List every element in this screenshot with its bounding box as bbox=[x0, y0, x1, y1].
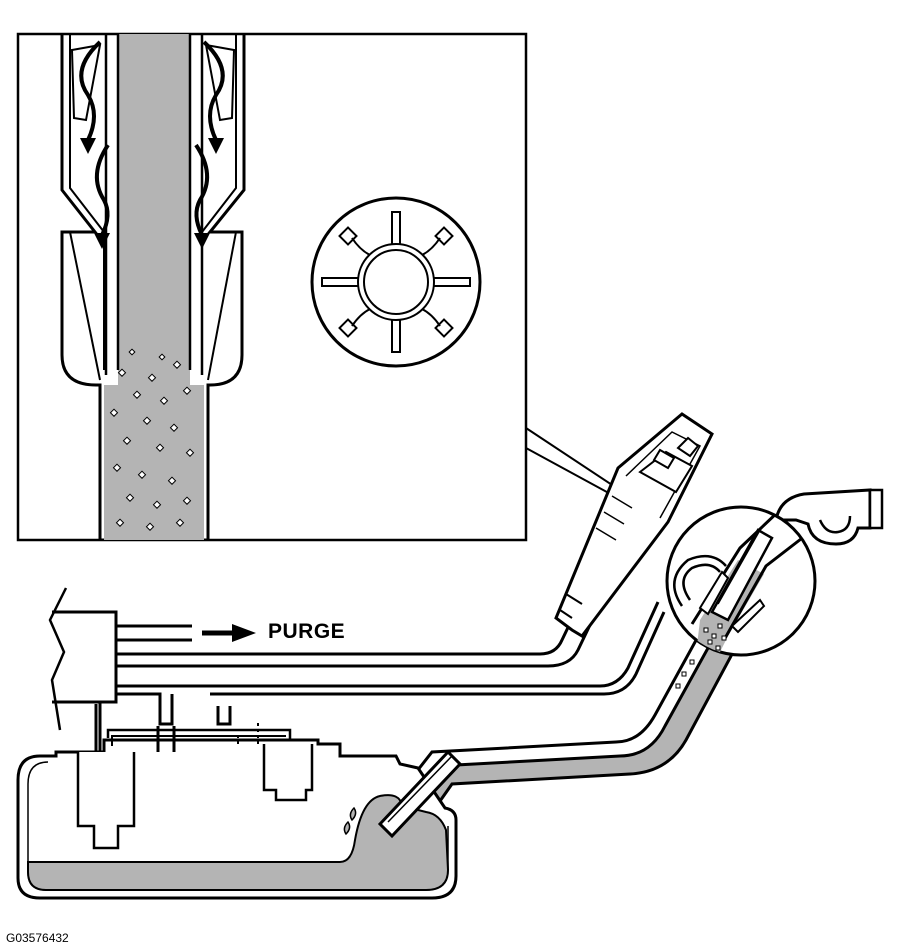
canister-body bbox=[48, 587, 68, 731]
tank-fuel-level bbox=[27, 794, 450, 891]
purge-label: PURGE bbox=[268, 620, 346, 643]
fuel-bubbles bbox=[109, 348, 195, 531]
fuel-tank bbox=[16, 722, 458, 900]
figure-code: G03576432 bbox=[6, 931, 69, 945]
refueling-nozzle-tip bbox=[377, 749, 463, 839]
filler-neck-housing bbox=[60, 34, 246, 540]
filler-neck-magnifier bbox=[665, 505, 817, 657]
tube-bubbles bbox=[675, 659, 695, 689]
nozzle-guide-cross-section bbox=[310, 196, 482, 368]
evap-canister bbox=[48, 587, 256, 731]
vapor-flow-arrows bbox=[79, 40, 225, 236]
purge-line bbox=[116, 624, 192, 642]
filler-tube bbox=[389, 587, 762, 840]
rollover-valve bbox=[262, 744, 314, 802]
pump-handle bbox=[774, 488, 884, 546]
fuel-pump-module bbox=[76, 752, 136, 850]
vapor-lines bbox=[94, 593, 666, 752]
fuel-dispenser-nozzle bbox=[554, 412, 714, 638]
nozzle-detail-inset bbox=[16, 32, 528, 542]
